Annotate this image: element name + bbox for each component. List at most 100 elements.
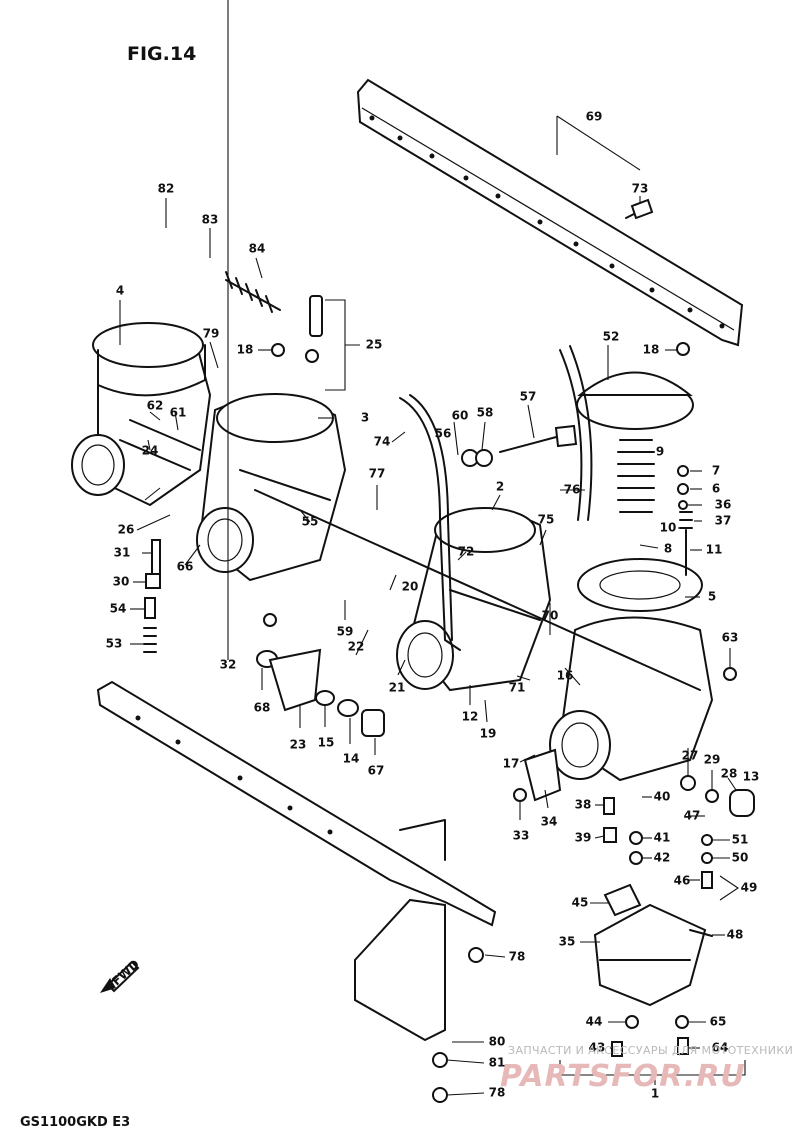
shaft-drawing <box>499 424 578 453</box>
callout-label: 70 <box>542 609 559 623</box>
callout-label: 28 <box>721 767 738 781</box>
front-marker-label: FWD <box>109 957 142 988</box>
callout-labels: 69 73 82 83 84 4 79 18 25 52 18 3 62 61 … <box>106 110 760 1101</box>
lower-bracket-drawing <box>96 680 497 1042</box>
callout-label: 38 <box>575 798 592 812</box>
callout-label: 83 <box>202 213 219 227</box>
callout-label: 10 <box>660 521 677 535</box>
callout-label: 54 <box>110 602 127 616</box>
callout-label: 64 <box>712 1041 729 1055</box>
callout-label: 35 <box>559 935 576 949</box>
bolt-drawing <box>625 198 654 220</box>
callout-label: 46 <box>674 874 691 888</box>
callout-label: 37 <box>715 514 732 528</box>
callout-label: 17 <box>503 757 520 771</box>
watermark-text: ЗАПЧАСТИ И АКСЕССУАРЫ ДЛЯ МОТОТЕХНИКИ <box>508 1044 793 1057</box>
callout-label: 58 <box>477 406 494 420</box>
callout-label: 52 <box>603 330 620 344</box>
callout-label: 79 <box>203 327 220 341</box>
callout-label: 69 <box>586 110 603 124</box>
small-parts-drawing <box>143 271 755 1103</box>
callout-label: 77 <box>369 467 386 481</box>
callout-label: 80 <box>489 1035 506 1049</box>
callout-label: 59 <box>337 625 354 639</box>
callout-label: 47 <box>684 809 701 823</box>
callout-label: 22 <box>348 640 365 654</box>
callout-label: 45 <box>572 896 589 910</box>
callout-label: 8 <box>664 542 672 556</box>
callout-label: 72 <box>458 545 475 559</box>
callout-label: 3 <box>361 411 369 425</box>
callout-label: 62 <box>147 399 164 413</box>
watermark: ЗАПЧАСТИ И АКСЕССУАРЫ ДЛЯ МОТОТЕХНИКИ PA… <box>500 1044 793 1094</box>
float-bowl-drawing <box>593 883 707 1007</box>
callout-label: 43 <box>589 1041 606 1055</box>
callout-label: 32 <box>220 658 237 672</box>
top-cap-drawing <box>576 371 694 513</box>
callout-label: 73 <box>632 182 649 196</box>
callout-label: 84 <box>249 242 266 256</box>
callout-label: 18 <box>237 343 254 357</box>
callout-label: 30 <box>113 575 130 589</box>
callout-label: 24 <box>142 444 159 458</box>
callout-label: 60 <box>452 409 469 423</box>
callout-label: 56 <box>435 427 452 441</box>
callout-label: 5 <box>708 590 716 604</box>
callout-label: 15 <box>318 736 335 750</box>
callout-label: 33 <box>513 829 530 843</box>
callout-label: 27 <box>682 749 699 763</box>
callout-label: 68 <box>254 701 271 715</box>
callout-label: 12 <box>462 710 479 724</box>
callout-label: 39 <box>575 831 592 845</box>
callout-label: 23 <box>290 738 307 752</box>
callout-label: 51 <box>732 833 749 847</box>
callout-label: 81 <box>489 1056 506 1070</box>
figure-title: FIG.14 <box>127 43 196 65</box>
callout-label: 7 <box>712 464 720 478</box>
callout-label: 74 <box>374 435 391 449</box>
callout-label: 44 <box>586 1015 603 1029</box>
callout-label: 26 <box>118 523 135 537</box>
watermark-logo: PARTSFOR.RU <box>500 1059 746 1094</box>
callout-label: 14 <box>343 752 360 766</box>
leader-lines <box>119 0 746 1096</box>
callout-label: 2 <box>496 480 504 494</box>
callout-label: 20 <box>402 580 419 594</box>
callout-label: 25 <box>366 338 383 352</box>
callout-label: 66 <box>177 560 194 574</box>
callout-label: 76 <box>564 483 581 497</box>
callout-label: 18 <box>643 343 660 357</box>
callout-label: 21 <box>389 681 406 695</box>
callout-label: 50 <box>732 851 749 865</box>
linkage-rod-drawing <box>254 489 701 691</box>
callout-label: 78 <box>509 950 526 964</box>
callout-label: 55 <box>302 515 319 529</box>
callout-label: 67 <box>368 764 385 778</box>
callout-label: 78 <box>489 1086 506 1100</box>
callout-label: 11 <box>706 543 723 557</box>
callout-label: 42 <box>654 851 671 865</box>
callout-label: 19 <box>480 727 497 741</box>
callout-label: 71 <box>509 681 526 695</box>
callout-label: 48 <box>727 928 744 942</box>
callout-label: 34 <box>541 815 558 829</box>
callout-label: 1 <box>651 1087 659 1101</box>
callout-label: 75 <box>538 513 555 527</box>
callout-label: 63 <box>722 631 739 645</box>
callout-label: 36 <box>715 498 732 512</box>
top-bracket-drawing <box>356 78 744 347</box>
model-code: GS1100GKD E3 <box>20 1115 130 1130</box>
callout-label: 57 <box>520 390 537 404</box>
callout-label: 31 <box>114 546 131 560</box>
callout-label: 49 <box>741 881 758 895</box>
callout-label: 65 <box>710 1015 727 1029</box>
callout-label: 82 <box>158 182 175 196</box>
callout-label: 41 <box>654 831 671 845</box>
callout-label: 6 <box>712 482 720 496</box>
callout-label: 53 <box>106 637 123 651</box>
tubes-drawing <box>399 345 593 651</box>
callout-label: 61 <box>170 406 187 420</box>
callout-label: 40 <box>654 790 671 804</box>
